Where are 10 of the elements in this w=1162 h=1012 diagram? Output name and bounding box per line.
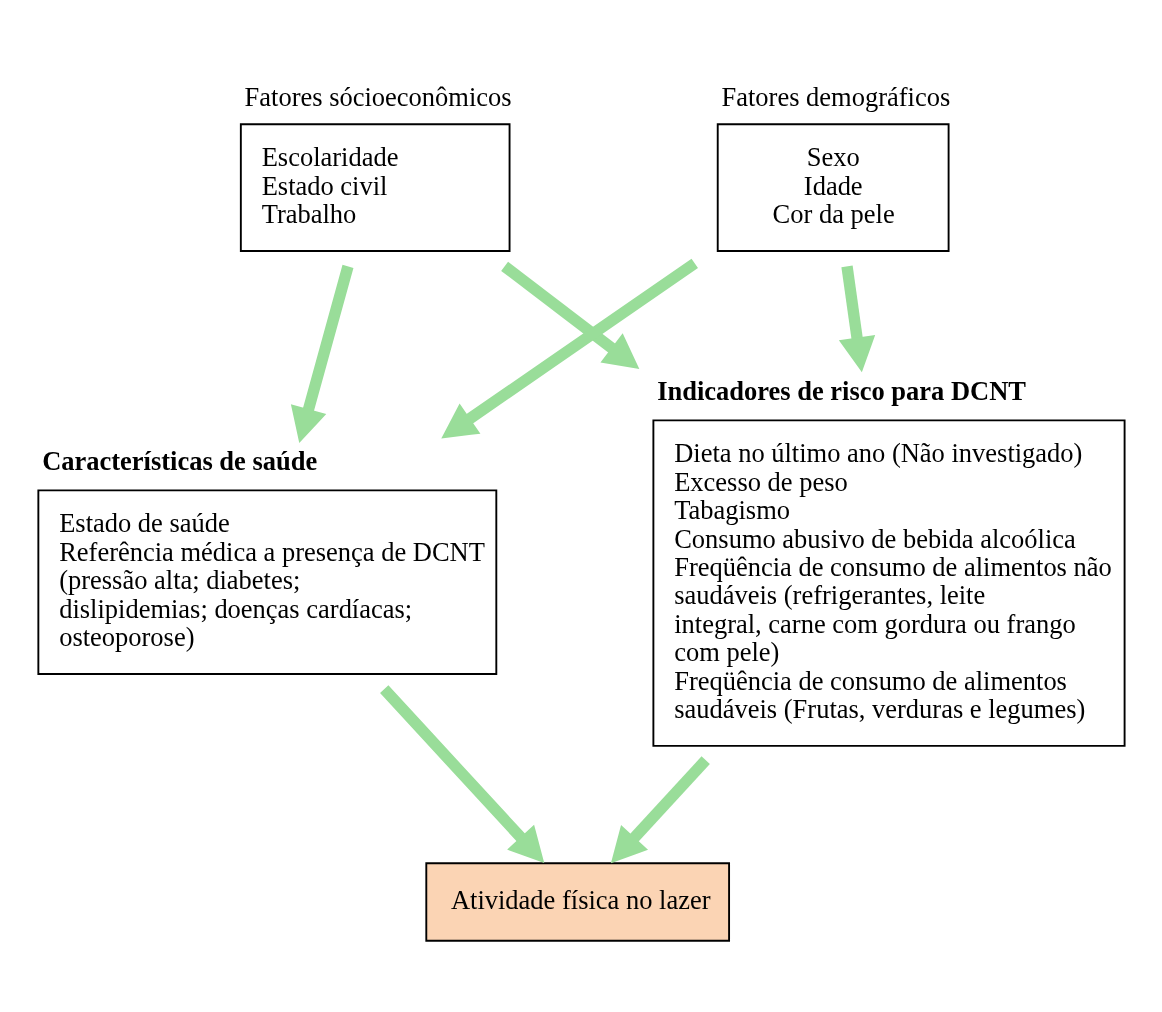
arrow [441,258,698,438]
arrow [838,265,876,372]
node-label: Fatores sócioeconômicos [244,81,512,112]
node-label: Características de saúde [42,445,318,476]
node-label: Indicadores de risco para DCNT [657,375,1027,406]
arrow [290,264,354,443]
node-label: Fatores demográficos [721,81,951,112]
arrow [610,755,710,863]
arrow [501,261,640,369]
arrow [380,684,545,863]
